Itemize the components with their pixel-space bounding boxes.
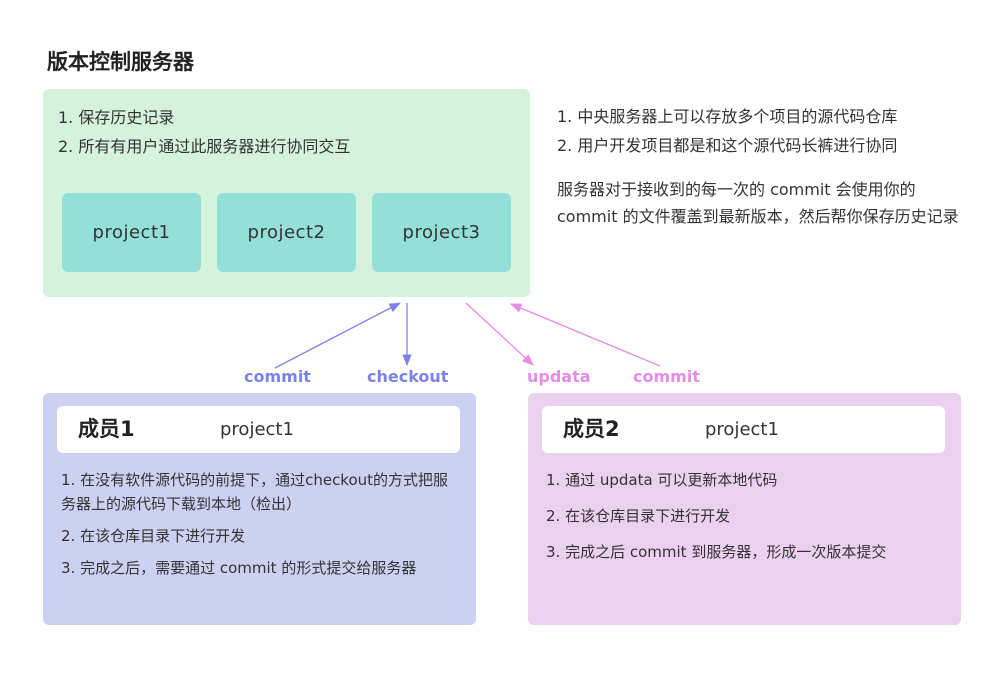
member2-steps: 1. 通过 updata 可以更新本地代码 2. 在该仓库目录下进行开发 3. … [546,468,946,576]
version-control-server: 1. 保存历史记录 2. 所有有用户通过此服务器进行协同交互 project1 … [43,89,530,297]
note-point: 1. 中央服务器上可以存放多个项目的源代码仓库 [557,107,898,126]
member1-box: 成员1 project1 1. 在没有软件源代码的前提下，通过checkout的… [43,393,476,625]
diagram-title: 版本控制服务器 [47,50,194,74]
note-paragraph: 服务器对于接收到的每一次的 commit 会使用你的 commit 的文件覆盖到… [557,180,959,226]
member2-updata-label: updata [527,367,591,386]
member1-steps: 1. 在没有软件源代码的前提下，通过checkout的方式把服务器上的源代码下载… [61,468,461,588]
member1-step: 2. 在该仓库目录下进行开发 [61,527,246,545]
member1-commit-label: commit [244,367,311,386]
member2-box: 成员2 project1 1. 通过 updata 可以更新本地代码 2. 在该… [528,393,961,625]
member1-header: 成员1 project1 [57,406,460,453]
member2-commit-label: commit [633,367,700,386]
member1-checkout-label: checkout [367,367,449,386]
server-notes: 1. 中央服务器上可以存放多个项目的源代码仓库 2. 用户开发项目都是和这个源代… [557,102,967,230]
member2-step: 1. 通过 updata 可以更新本地代码 [546,471,778,489]
member1-step: 3. 完成之后，需要通过 commit 的形式提交给服务器 [61,559,417,577]
member1-name: 成员1 [78,417,135,441]
member2-updata-arrow [465,302,534,366]
member1-step: 1. 在没有软件源代码的前提下，通过checkout的方式把服务器上的源代码下载… [61,471,449,513]
member2-header: 成员2 project1 [542,406,945,453]
member2-name: 成员2 [563,417,620,441]
member2-step: 3. 完成之后 commit 到服务器，形成一次版本提交 [546,543,887,561]
note-point: 2. 用户开发项目都是和这个源代码长裤进行协同 [557,136,898,155]
server-point: 1. 保存历史记录 [58,108,175,127]
server-point: 2. 所有有用户通过此服务器进行协同交互 [58,137,351,156]
project-repository-1: project1 [62,193,201,272]
project-repository-3: project3 [372,193,511,272]
member2-commit-arrow [509,303,661,367]
member2-step: 2. 在该仓库目录下进行开发 [546,507,731,525]
member1-project: project1 [220,419,294,440]
member2-project: project1 [705,419,779,440]
member1-commit-arrow [274,302,402,369]
project-repository-2: project2 [217,193,356,272]
server-description: 1. 保存历史记录 2. 所有有用户通过此服务器进行协同交互 [58,103,350,161]
